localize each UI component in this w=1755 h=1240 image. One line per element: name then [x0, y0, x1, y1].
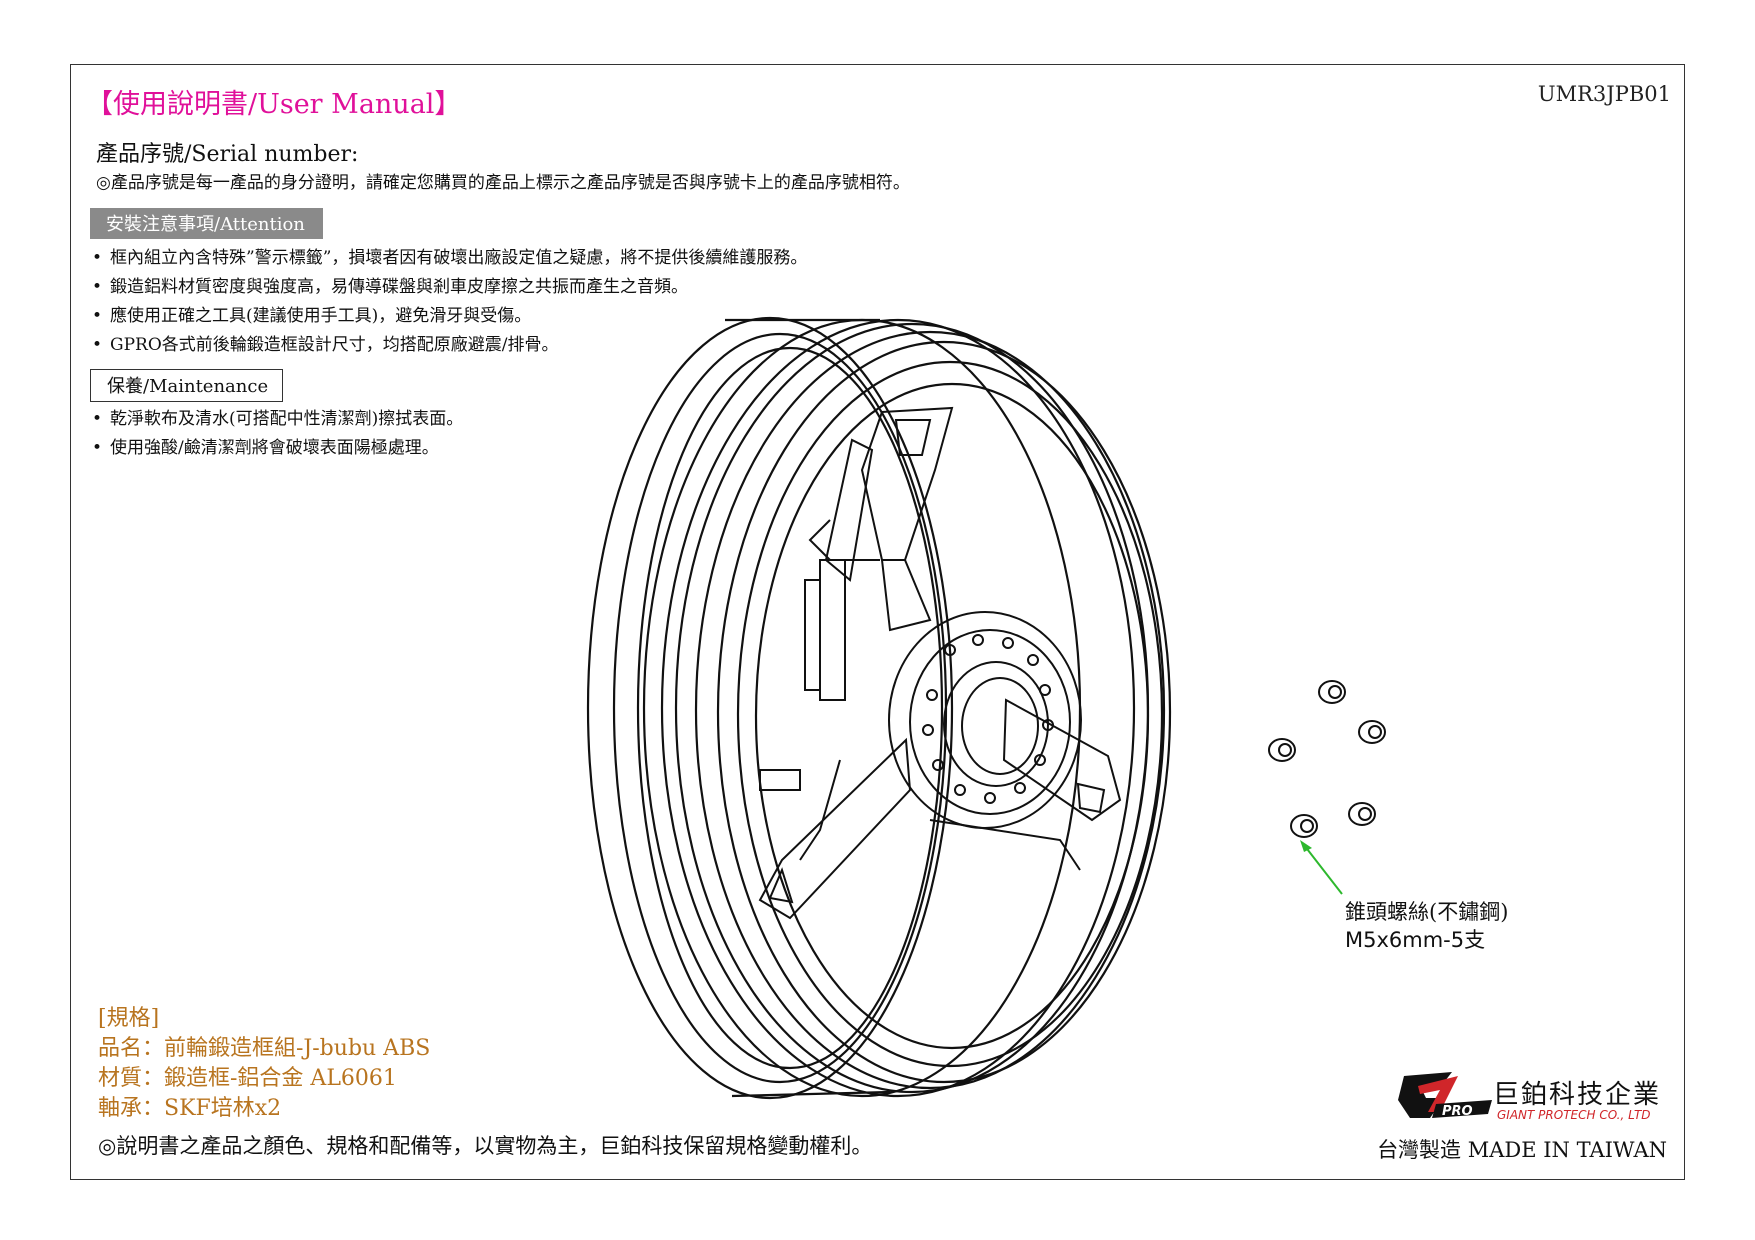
svg-text:PRO: PRO: [1442, 1104, 1473, 1119]
attention-item: GPRO各式前後輪鍛造框設計尺寸，均搭配原廠避震/排骨。: [92, 330, 558, 355]
document-code: UMR3JPB01: [1537, 82, 1671, 106]
spec-product: 品名：前輪鍛造框組-J-bubu ABS: [98, 1036, 431, 1061]
wheel-spokes: [758, 406, 1122, 920]
screw-icon: [1290, 814, 1318, 838]
spec-bearing: 軸承：SKF培林x2: [98, 1096, 282, 1121]
screw-icon: [1268, 738, 1296, 762]
screw-icon: [1318, 680, 1346, 704]
page-frame: [70, 64, 1685, 1180]
manual-title: 【使用說明書/User Manual】: [86, 89, 462, 120]
made-in-taiwan: 台灣製造 MADE IN TAIWAN: [1377, 1138, 1667, 1162]
maintenance-item: 乾淨軟布及清水(可搭配中性清潔劑)擦拭表面。: [92, 404, 463, 429]
maintenance-item: 使用強酸/鹼清潔劑將會破壞表面陽極處理。: [92, 433, 439, 458]
screw-group: [1268, 680, 1386, 838]
serial-number-label: 產品序號/Serial number:: [96, 142, 359, 167]
disclaimer: ◎說明書之產品之顏色、規格和配備等，以實物為主，巨鉑科技保留規格變動權利。: [98, 1134, 873, 1158]
wheel-hub: [759, 559, 1082, 829]
callout-screw-spec: M5x6mm-5支: [1345, 928, 1486, 952]
attention-heading: 安裝注意事項/Attention: [90, 208, 323, 239]
attention-item: 鍛造鋁料材質密度與強度高，易傳導碟盤與剎車皮摩擦之共振而產生之音頻。: [92, 272, 688, 297]
gpro-logo-icon: PRO: [1398, 1072, 1492, 1119]
spec-material: 材質：鍛造框-鋁合金 AL6061: [98, 1066, 397, 1091]
wheel-rim: [586, 316, 1172, 1100]
maintenance-heading: 保養/Maintenance: [90, 369, 284, 402]
screw-icon: [1348, 802, 1376, 826]
spec-heading: [規格]: [98, 1006, 160, 1031]
company-name-en: GIANT PROTECH CO., LTD: [1497, 1108, 1651, 1122]
screw-icon: [1358, 720, 1386, 744]
attention-item: 應使用正確之工具(建議使用手工具)，避免滑牙與受傷。: [92, 301, 531, 326]
callout-screw-name: 錐頭螺絲(不鏽鋼): [1345, 900, 1509, 924]
serial-number-note: ◎產品序號是每一產品的身分證明，請確定您購買的產品上標示之產品序號是否與序號卡上…: [96, 173, 910, 193]
callout-leader: [1300, 840, 1343, 895]
attention-item: 框內組立內含特殊”警示標籤”，損壞者因有破壞出廠設定值之疑慮，將不提供後續維護服…: [92, 243, 807, 268]
company-name-cn: 巨鉑科技企業: [1493, 1080, 1662, 1110]
